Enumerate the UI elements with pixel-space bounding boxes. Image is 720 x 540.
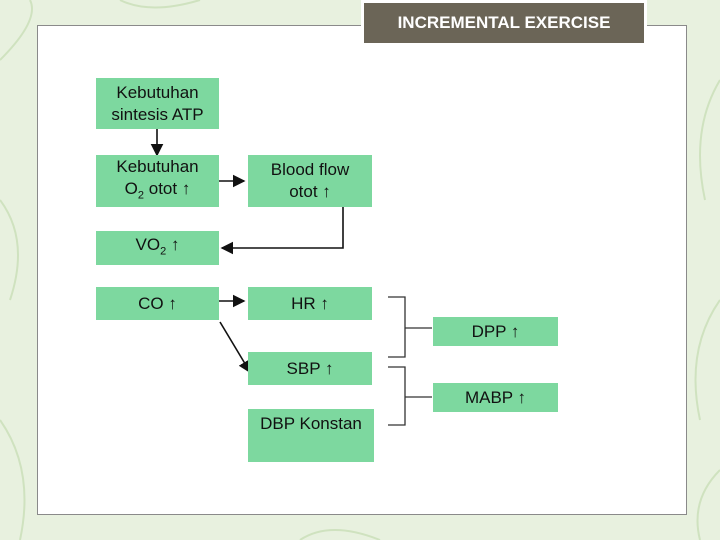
bracket-hr-sbp [388, 296, 406, 358]
node-dpp-label: DPP ↑ [471, 321, 520, 341]
node-vo2: VO2 ↑ [96, 231, 219, 265]
slide-title: INCREMENTAL EXERCISE [361, 0, 647, 46]
node-atp-line2: sintesis ATP [111, 104, 204, 124]
node-blood-line1: Blood flow [270, 160, 350, 179]
node-blood-line2: otot ↑ [289, 182, 331, 201]
node-blood-flow: Blood flow otot ↑ [248, 155, 372, 207]
node-atp-demand: Kebutuhan sintesis ATP [96, 78, 219, 129]
node-atp-line1: Kebutuhan [116, 82, 199, 102]
node-dbp-label: DBP Konstan [260, 414, 362, 433]
node-sbp: SBP ↑ [248, 352, 372, 385]
node-co: CO ↑ [96, 287, 219, 320]
node-dbp: DBP Konstan [248, 409, 374, 462]
node-o2-line1: Kebutuhan [116, 156, 199, 176]
connector-co-sbp [219, 321, 251, 374]
node-sbp-label: SBP ↑ [286, 358, 334, 378]
node-mabp-label: MABP ↑ [464, 387, 527, 407]
node-vo2-label: VO2 ↑ [135, 234, 180, 258]
node-dpp: DPP ↑ [433, 317, 558, 346]
node-hr-label: HR ↑ [291, 293, 329, 313]
node-hr: HR ↑ [248, 287, 372, 320]
connector-blood-vo2 [220, 207, 344, 255]
node-co-label: CO ↑ [138, 293, 177, 313]
bracket-sbp-dbp [388, 366, 406, 426]
node-o2-demand: Kebutuhan O2 otot ↑ [96, 155, 219, 207]
node-mabp: MABP ↑ [433, 383, 558, 412]
node-o2-line2: O2 otot ↑ [124, 178, 191, 202]
